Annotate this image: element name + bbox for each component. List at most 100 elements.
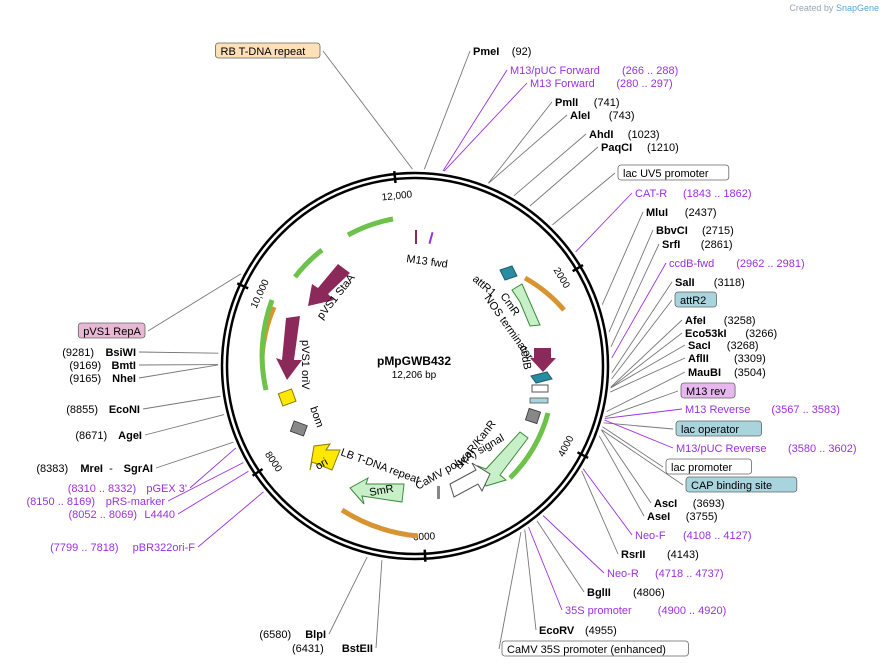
feature-label-text: CAP binding site	[691, 480, 772, 492]
label-sali: SalI(3118)	[675, 277, 745, 289]
leader-line	[552, 172, 616, 226]
credit-prefix: Created by	[789, 3, 834, 13]
leader-line	[375, 560, 383, 649]
label-pbr322ori-f: pBR322ori-F (7799 .. 7818)	[50, 542, 195, 554]
site-name: pBR322ori-F	[133, 542, 196, 554]
site-name: AseI	[647, 511, 670, 523]
site-name: PmlI	[555, 97, 578, 109]
label-neo-r: Neo-R(4718 .. 4737)	[607, 568, 724, 580]
leader-line	[197, 491, 264, 548]
leader-line	[322, 50, 413, 170]
label-alei: AleI(743)	[570, 110, 634, 122]
leader-line	[177, 470, 249, 515]
site-name: AscI	[654, 498, 677, 510]
label-lac-promoter: lac promoter	[665, 458, 752, 475]
site-position: (1843 .. 1862)	[683, 188, 752, 200]
leader-line	[601, 429, 684, 486]
snapgene-credit: Created by SnapGene	[789, 3, 879, 13]
label-neo-f: Neo-F(4108 .. 4127)	[635, 530, 752, 542]
m13-fwd-marker	[415, 230, 417, 244]
feature-label-text: lac UV5 promoter	[623, 168, 709, 180]
site-name: PaqCI	[601, 142, 632, 154]
label-camv-35s-promoter-enhanced: CaMV 35S promoter (enhanced)	[501, 640, 689, 657]
bom-shape	[289, 420, 308, 437]
label-cat-r: CAT-R(1843 .. 1862)	[635, 188, 752, 200]
tick-label: 2000	[551, 266, 572, 291]
label-pvs1-oriv: pVS1 oriV	[299, 340, 311, 390]
label-bmti: BmtI (9169)	[69, 360, 136, 372]
cmr-arrow	[511, 283, 541, 327]
leader-line	[513, 133, 587, 197]
site-position: (2962 .. 2981)	[736, 258, 805, 270]
label-pvs1-repa: pVS1 RepA	[77, 322, 146, 339]
leader-line	[603, 422, 674, 430]
site-name: 35S promoter	[565, 605, 632, 617]
site-name: SalI	[675, 277, 695, 289]
label-lb-tdna-repeat: LB T-DNA repeat	[339, 447, 421, 487]
leader-line	[189, 447, 237, 489]
feature-label-box	[685, 476, 798, 493]
label-ccdb-fwd: ccdB-fwd(2962 .. 2981)	[669, 258, 805, 270]
site-name-secondary: SgrAI	[124, 463, 153, 475]
leader-line	[582, 468, 633, 536]
leader-line	[611, 281, 673, 373]
site-name: M13 Forward	[530, 78, 595, 90]
site-position: (6580)	[259, 629, 291, 641]
leader-line	[144, 414, 225, 436]
label-saci: SacI(3268)	[688, 340, 759, 352]
site-name: BmtI	[112, 360, 136, 372]
site-name: EcoNI	[109, 404, 140, 416]
tick-mark	[251, 467, 264, 477]
site-position: (1210)	[647, 142, 679, 154]
label-bglii: BglII(4806)	[587, 587, 665, 599]
feature-label-box	[77, 322, 146, 339]
site-position: (6431)	[292, 643, 324, 655]
outer-labels: PmeI(92)M13/pUC Forward(266 .. 288)M13 F…	[27, 42, 857, 657]
site-position: (2861)	[701, 239, 733, 251]
attr1-shape	[499, 265, 518, 281]
orf-arc-top-2	[293, 248, 324, 279]
lac-promoter-arrow	[531, 384, 549, 393]
label-nhei: NheI(9165)	[69, 373, 136, 385]
site-position: (3266)	[745, 328, 777, 340]
site-position: (9281)	[62, 347, 94, 359]
leader-line	[611, 299, 673, 380]
leader-line	[442, 69, 508, 172]
site-position: (3309)	[734, 353, 766, 365]
site-name: MreI	[80, 463, 103, 475]
site-position: (4143)	[667, 549, 699, 561]
label-pgex-3: pGEX 3'(8310 .. 8332)	[68, 483, 187, 495]
label-ccdb: ccdB	[517, 344, 533, 370]
label-m13-puc-reverse: M13/pUC Reverse(3580 .. 3602)	[676, 443, 857, 455]
site-position: (9169)	[69, 360, 101, 372]
site-position: (92)	[512, 46, 532, 58]
leader-line	[605, 390, 679, 418]
camv-promoter-arrow	[449, 462, 491, 498]
label-ori: ori	[314, 456, 331, 473]
site-name: SacI	[688, 340, 711, 352]
leader-line	[524, 529, 537, 631]
label-ahdi: AhdI(1023)	[589, 129, 660, 141]
site-name: AhdI	[589, 129, 613, 141]
tick-label: 6000	[413, 531, 436, 543]
site-separator: -	[109, 463, 113, 475]
site-name: BlpI	[305, 629, 326, 641]
ori-arrow	[309, 443, 341, 471]
orf-arc-right-green	[508, 412, 551, 480]
site-position: (266 .. 288)	[622, 65, 678, 77]
site-name: MluI	[646, 207, 668, 219]
site-name: pRS-marker	[106, 496, 166, 508]
label-bsteii: BstEII(6431)	[292, 643, 373, 655]
site-name: PmeI	[473, 46, 499, 58]
orf-arc-right-orange	[523, 275, 566, 312]
leader-line	[528, 526, 563, 611]
label-cap-binding-site: CAP binding site	[685, 476, 798, 493]
tick-mark	[393, 170, 397, 184]
leader-line	[611, 262, 667, 359]
ccdb-arrow	[530, 348, 556, 372]
leader-line	[610, 243, 660, 347]
site-name: EcoRV	[539, 625, 575, 637]
site-position: (2715)	[702, 225, 734, 237]
site-position: (7799 .. 7818)	[50, 542, 119, 554]
